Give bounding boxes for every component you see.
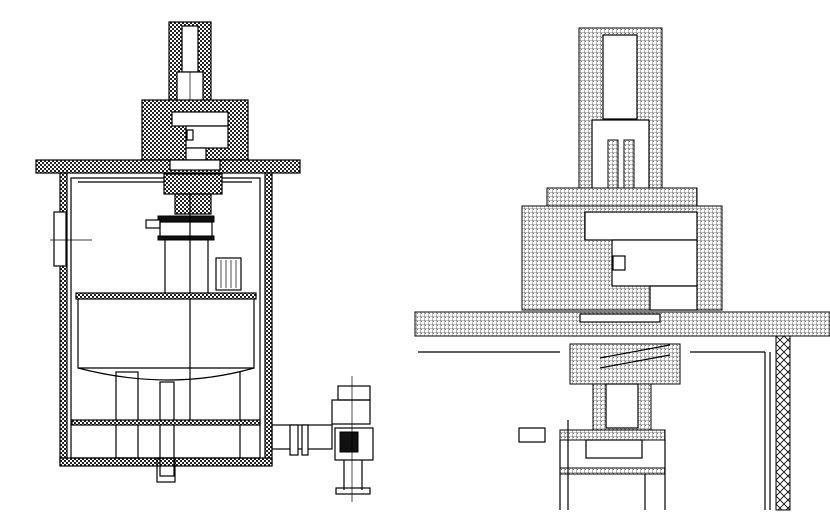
side-wall-crosshatch [775, 335, 791, 511]
outer-vessel-wall [59, 172, 273, 467]
upper-housing-detail [521, 187, 723, 311]
bowl-basin [77, 299, 255, 381]
top-flange-plate [35, 159, 301, 174]
side-valve-assembly [271, 376, 374, 502]
right-view [414, 27, 830, 511]
drive-coupling [569, 343, 681, 441]
chimney-detail [578, 27, 663, 209]
support-column [559, 420, 666, 510]
left-view [35, 21, 374, 502]
top-chimney [168, 21, 212, 111]
motor-stub [518, 427, 546, 443]
vent-grille [215, 257, 242, 291]
stirrer-drive [145, 173, 223, 420]
inner-tray [75, 292, 257, 300]
bottom-outlet [156, 457, 176, 483]
upper-housing [141, 99, 249, 161]
side-window [53, 211, 67, 267]
